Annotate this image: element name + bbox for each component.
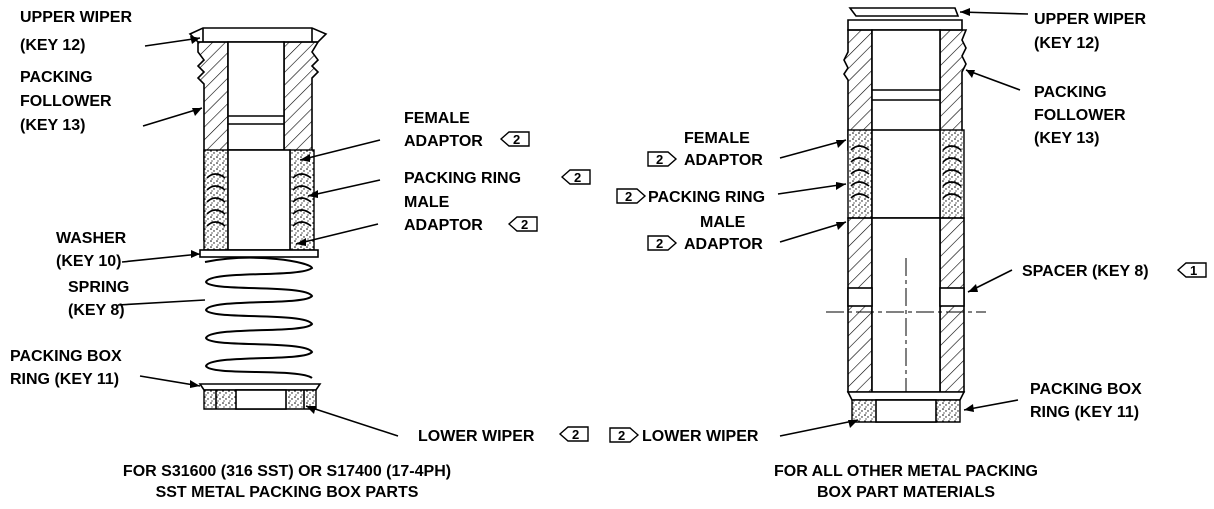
right-lower-wiper-note-flag: 2	[609, 427, 640, 443]
right-female-adaptor-note-flag: 2	[647, 151, 678, 167]
left-packing-set-right	[289, 149, 315, 251]
right-male-adaptor-label-2: ADAPTOR	[684, 236, 763, 253]
right-arrowheads	[836, 8, 978, 428]
left-spring	[204, 256, 314, 379]
right-upper-wiper	[848, 7, 960, 17]
left-caption-line-1: FOR S31600 (316 SST) OR S17400 (17-4PH)	[123, 463, 451, 480]
right-labels: UPPER WIPER (KEY 12) PACKING FOLLOWER (K…	[609, 11, 1207, 501]
left-male-adaptor-label-2: ADAPTOR	[404, 217, 483, 234]
right-female-adaptor-label-2: ADAPTOR	[684, 152, 763, 169]
left-upper-wiper-label-1: UPPER WIPER	[20, 9, 132, 26]
left-washer-label-1: WASHER	[56, 230, 127, 247]
left-lower-wiper-note-flag: 2	[558, 426, 589, 442]
right-packing-ring-label: PACKING RING	[648, 189, 765, 206]
right-packing-follower-label-2: FOLLOWER	[1034, 107, 1126, 124]
left-washer-label-2: (KEY 10)	[56, 253, 122, 270]
right-packing-ring-note-flag: 2	[616, 188, 647, 204]
left-spring-label-2: (KEY 8)	[68, 302, 125, 319]
left-female-adaptor-label-1: FEMALE	[404, 110, 470, 127]
svg-text:2: 2	[572, 427, 579, 442]
left-spring-label-1: SPRING	[68, 279, 129, 296]
left-packing-box-ring-label-2: RING (KEY 11)	[10, 371, 119, 388]
left-packing-box-ring-label-1: PACKING BOX	[10, 348, 122, 365]
svg-text:2: 2	[618, 428, 625, 443]
left-male-adaptor-label-1: MALE	[404, 194, 450, 211]
right-spacer-note-flag: 1	[1176, 262, 1207, 278]
right-packing-box-ring-label-2: RING (KEY 11)	[1030, 404, 1139, 421]
right-upper-wiper-label-1: UPPER WIPER	[1034, 11, 1146, 28]
svg-text:2: 2	[574, 170, 581, 185]
left-male-adaptor-note-flag: 2	[507, 216, 538, 232]
left-packing-follower-label-2: FOLLOWER	[20, 93, 112, 110]
left-upper-wiper-label-2: (KEY 12)	[20, 37, 86, 54]
left-lower-wiper-label: LOWER WIPER	[418, 428, 535, 445]
left-assembly	[188, 27, 328, 410]
left-packing-ring-label: PACKING RING	[404, 170, 521, 187]
left-female-adaptor-note-flag: 2	[499, 131, 530, 147]
left-packing-set-left	[203, 149, 229, 251]
right-packing-box-ring	[846, 391, 966, 401]
right-packing-follower-label-1: PACKING	[1034, 84, 1107, 101]
svg-text:2: 2	[521, 217, 528, 232]
right-packing-box-ring-label-1: PACKING BOX	[1030, 381, 1142, 398]
left-labels: UPPER WIPER (KEY 12) PACKING FOLLOWER (K…	[10, 9, 591, 501]
right-spacer-label: SPACER (KEY 8)	[1022, 263, 1149, 280]
right-packing-follower-label-3: (KEY 13)	[1034, 130, 1100, 147]
svg-text:2: 2	[656, 152, 663, 167]
left-packing-follower-label-3: (KEY 13)	[20, 117, 86, 134]
svg-text:2: 2	[656, 236, 663, 251]
left-female-adaptor-label-2: ADAPTOR	[404, 133, 483, 150]
right-assembly	[826, 7, 986, 423]
left-arrowheads	[190, 36, 318, 414]
right-lower-wiper-label: LOWER WIPER	[642, 428, 759, 445]
right-caption-line-1: FOR ALL OTHER METAL PACKING	[774, 463, 1038, 480]
left-washer	[199, 249, 319, 258]
left-packing-ring-note-flag: 2	[560, 169, 591, 185]
svg-text:1: 1	[1190, 263, 1197, 278]
left-packing-box-ring	[198, 383, 322, 391]
right-male-adaptor-note-flag: 2	[647, 235, 678, 251]
left-upper-wiper	[188, 27, 328, 43]
right-caption-line-2: BOX PART MATERIALS	[817, 484, 995, 501]
svg-text:2: 2	[513, 132, 520, 147]
right-male-adaptor-label-1: MALE	[700, 214, 746, 231]
left-packing-follower-label-1: PACKING	[20, 69, 93, 86]
left-caption-line-2: SST METAL PACKING BOX PARTS	[156, 484, 419, 501]
right-female-adaptor-label-1: FEMALE	[684, 130, 750, 147]
right-upper-wiper-label-2: (KEY 12)	[1034, 35, 1100, 52]
svg-text:2: 2	[625, 189, 632, 204]
